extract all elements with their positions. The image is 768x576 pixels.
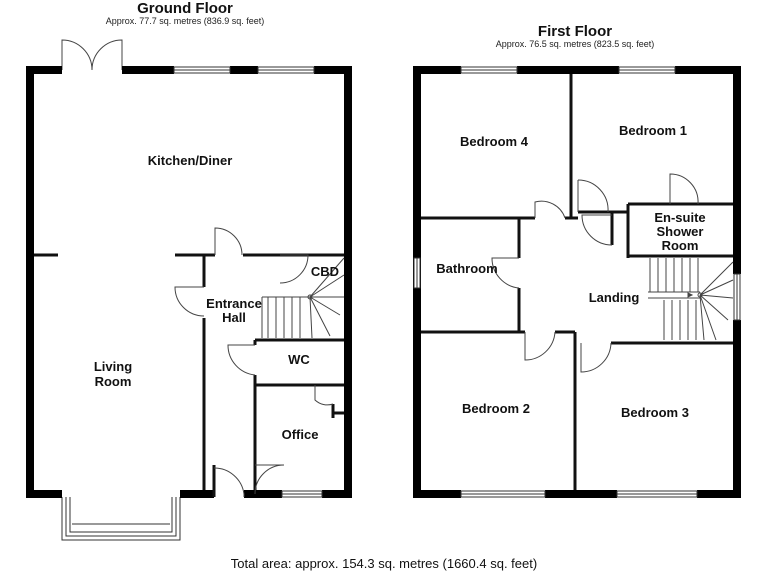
ground-outer-walls — [26, 66, 352, 498]
label-landing: Landing — [589, 290, 640, 305]
total-area: Total area: approx. 154.3 sq. metres (16… — [230, 556, 538, 571]
first-floor-area: Approx. 76.5 sq. metres (823.5 sq. feet) — [495, 39, 655, 49]
ground-partitions — [34, 253, 344, 497]
label-bedroom-2: Bedroom 2 — [462, 401, 530, 416]
ground-doors — [174, 227, 334, 497]
first-floor-plan — [413, 66, 741, 498]
label-wc: WC — [288, 352, 310, 367]
ground-floor-plan — [26, 39, 352, 541]
first-floor-title: First Floor — [537, 23, 613, 40]
first-windows — [413, 66, 741, 498]
label-bedroom-4: Bedroom 4 — [460, 134, 529, 149]
label-cbd: CBD — [311, 264, 339, 279]
label-ensuite-line2: Shower — [657, 224, 704, 239]
label-ensuite-line3: Room — [662, 238, 699, 253]
label-entrance-line1: Entrance — [206, 296, 262, 311]
ground-floor-title: Ground Floor — [137, 0, 233, 17]
label-office: Office — [282, 427, 319, 442]
first-outer-walls — [413, 66, 741, 498]
first-staircase — [648, 258, 734, 341]
label-bathroom: Bathroom — [436, 261, 497, 276]
label-living-line1: Living — [94, 359, 132, 374]
bay-window — [61, 497, 181, 541]
label-entrance-line2: Hall — [222, 310, 246, 325]
label-bedroom-1: Bedroom 1 — [619, 123, 687, 138]
label-living-line2: Room — [95, 374, 132, 389]
ground-floor-area: Approx. 77.7 sq. metres (836.9 sq. feet) — [105, 16, 265, 26]
ground-windows — [173, 66, 323, 498]
ground-staircase — [261, 257, 345, 339]
first-doors — [491, 173, 699, 373]
label-bedroom-3: Bedroom 3 — [621, 405, 689, 420]
french-doors — [61, 39, 123, 71]
label-kitchen-diner: Kitchen/Diner — [148, 153, 233, 168]
first-partitions — [421, 74, 733, 490]
label-ensuite-line1: En-suite — [654, 210, 705, 225]
